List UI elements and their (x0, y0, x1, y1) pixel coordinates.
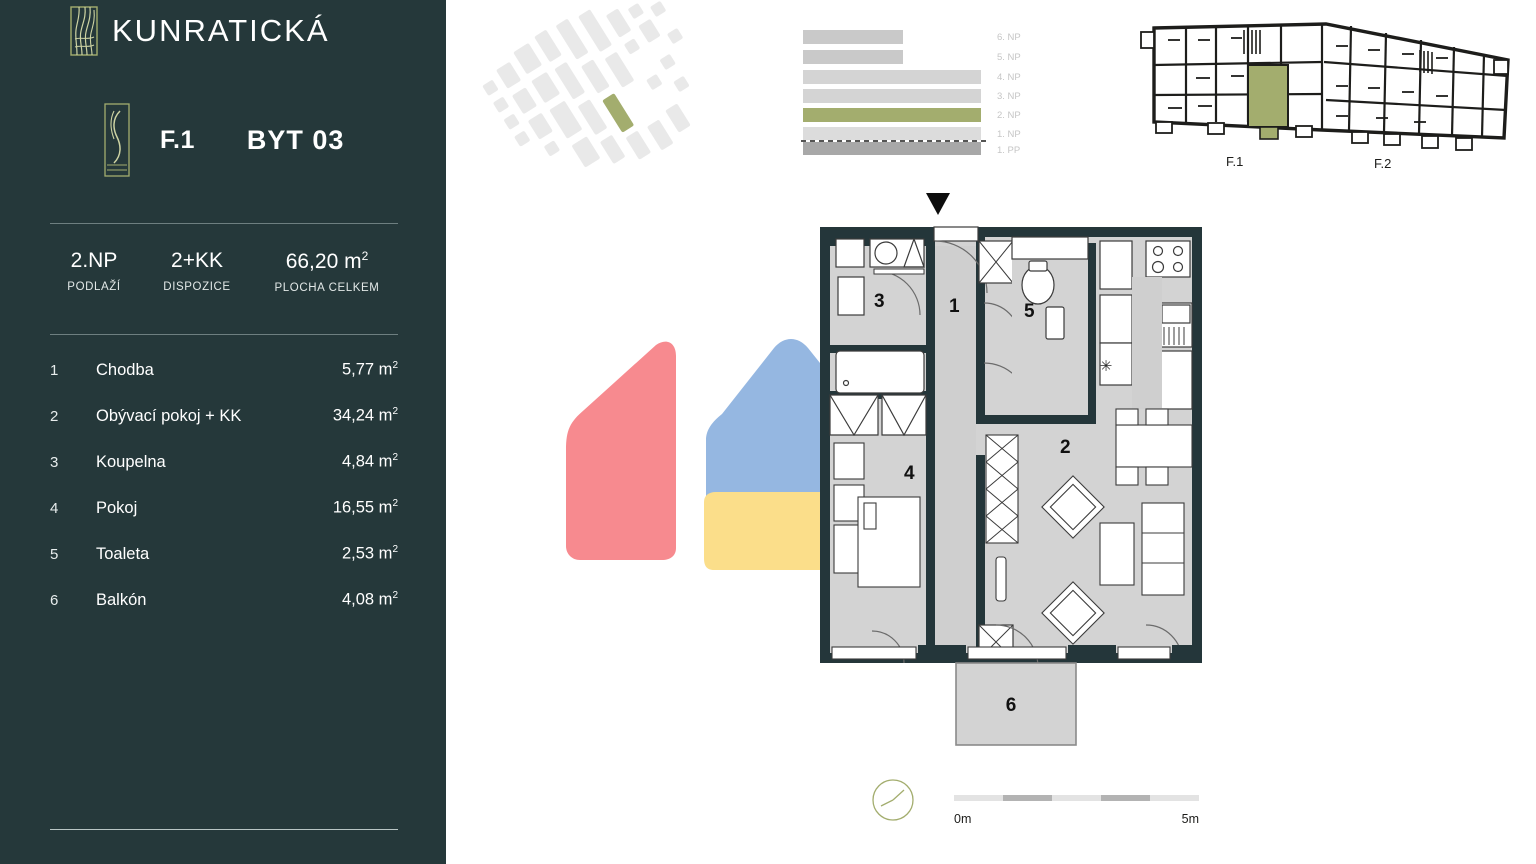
unit-stats: 2.NP PODLAŽÍ 2+KK DISPOZICE 66,20 m2 PLO… (50, 249, 398, 294)
list-item: 2 Obývací pokoj + KK 34,24 m2 (50, 406, 398, 452)
plan-room-number-3: 3 (874, 291, 885, 312)
scale-start-label: 0m (954, 812, 972, 826)
room-number: 4 (50, 499, 59, 517)
room-area-sup: 2 (392, 360, 398, 371)
room-number: 5 (50, 545, 59, 563)
wood-grain-mark-icon (70, 6, 98, 56)
scale-segment (1003, 795, 1052, 801)
brand-name: KUNRATICKÁ (112, 13, 330, 48)
room-area-sup: 2 (392, 498, 398, 509)
keyplan-label-f2: F.2 (1374, 156, 1391, 171)
room-number: 6 (50, 591, 59, 609)
svg-text:2. NP: 2. NP (997, 110, 1021, 121)
room-area: 5,77 m2 (342, 360, 398, 380)
list-item: 6 Balkón 4,08 m2 (50, 590, 398, 636)
building-key-plan: F.1 F.2 (1136, 10, 1516, 175)
divider-mid (50, 334, 398, 335)
room-area: 4,84 m2 (342, 452, 398, 472)
stat-area: 66,20 m2 PLOCHA CELKEM (256, 249, 398, 294)
room-number: 3 (50, 453, 59, 471)
room-name: Obývací pokoj + KK (96, 406, 242, 425)
list-item: 1 Chodba 5,77 m2 (50, 360, 398, 406)
room-area: 16,55 m2 (333, 498, 398, 518)
compass-icon (871, 778, 915, 822)
room-number: 2 (50, 407, 59, 425)
stat-layout-value: 2+KK (171, 249, 223, 272)
room-name: Pokoj (96, 498, 138, 517)
sidebar: KUNRATICKÁ F.1 BYT 03 2.NP PODLAŽÍ (0, 0, 446, 864)
scale-segment (1150, 795, 1199, 801)
room-number: 1 (50, 361, 59, 379)
stat-area-sup: 2 (361, 249, 369, 263)
stat-area-label: PLOCHA CELKEM (274, 282, 380, 294)
divider-bottom (50, 829, 398, 830)
svg-text:4. NP: 4. NP (997, 72, 1021, 83)
room-list: 1 Chodba 5,77 m2 2 Obývací pokoj + KK 34… (50, 360, 398, 636)
scale-end-label: 5m (1181, 812, 1199, 826)
scale-labels: 0m 5m (954, 812, 1199, 826)
stat-floor: 2.NP PODLAŽÍ (50, 249, 138, 294)
svg-text:6. NP: 6. NP (997, 32, 1021, 43)
stat-layout-label: DISPOZICE (163, 281, 231, 293)
stat-area-number: 66,20 m (285, 250, 362, 273)
plan-room-number-4: 4 (904, 463, 915, 484)
keyplan-label-f1: F.1 (1226, 154, 1243, 169)
svg-text:1. NP: 1. NP (997, 129, 1021, 140)
svg-text:5. NP: 5. NP (997, 52, 1021, 63)
stat-floor-value: 2.NP (70, 249, 118, 272)
svg-text:1. PP: 1. PP (997, 145, 1020, 155)
scale-bar (954, 795, 1199, 801)
room-area-number: 4,84 m (341, 452, 393, 471)
floor-level-diagram: 6. NP 5. NP 4. NP 3. NP 2. NP 1. NP 1. P… (801, 25, 1066, 156)
blob-red (566, 341, 676, 560)
unit-code-label: BYT 03 (246, 124, 345, 155)
brand-header: KUNRATICKÁ (70, 6, 330, 56)
main-canvas: 6. NP 5. NP 4. NP 3. NP 2. NP 1. NP 1. P… (446, 0, 1536, 864)
plan-room-number-2: 2 (1060, 437, 1071, 458)
room-area: 34,24 m2 (333, 406, 398, 426)
room-name: Balkón (96, 590, 147, 609)
apartment-floor-plan: 3 1 (816, 185, 1216, 765)
north-arrow-icon (926, 193, 950, 215)
room-area-number: 34,24 m (332, 406, 393, 425)
unit-mark-icon (104, 103, 130, 177)
svg-text:3. NP: 3. NP (997, 91, 1021, 102)
room-area-sup: 2 (392, 590, 398, 601)
plan-room-number-5: 5 (1024, 301, 1035, 322)
scale-segment (954, 795, 1003, 801)
site-plan-diagram (476, 0, 726, 191)
stat-floor-label: PODLAŽÍ (67, 281, 121, 293)
room-name: Toaleta (96, 544, 150, 563)
unit-header: F.1 BYT 03 (104, 103, 344, 177)
stat-area-value: 66,20 m2 (256, 249, 398, 274)
room-area-sup: 2 (392, 544, 398, 555)
stat-layout: 2+KK DISPOZICE (138, 249, 256, 294)
plan-room-number-1: 1 (949, 296, 960, 317)
divider-top (50, 223, 398, 224)
scale-segment (1052, 795, 1101, 801)
plan-room-number-6: 6 (1006, 695, 1017, 716)
room-area: 4,08 m2 (342, 590, 398, 610)
room-area: 2,53 m2 (342, 544, 398, 564)
room-name: Chodba (96, 360, 154, 379)
list-item: 3 Koupelna 4,84 m2 (50, 452, 398, 498)
list-item: 4 Pokoj 16,55 m2 (50, 498, 398, 544)
svg-text:✳: ✳ (1100, 358, 1113, 375)
room-area-sup: 2 (392, 406, 398, 417)
room-area-number: 5,77 m (341, 360, 393, 379)
plan-balcony (955, 662, 1077, 746)
room-area-number: 16,55 m (332, 498, 393, 517)
unit-building-label: F.1 (160, 125, 195, 154)
room-area-sup: 2 (392, 452, 398, 463)
scale-segment (1101, 795, 1150, 801)
room-area-number: 4,08 m (341, 590, 393, 609)
list-item: 5 Toaleta 2,53 m2 (50, 544, 398, 590)
room-area-number: 2,53 m (341, 544, 393, 563)
room-name: Koupelna (96, 452, 166, 471)
